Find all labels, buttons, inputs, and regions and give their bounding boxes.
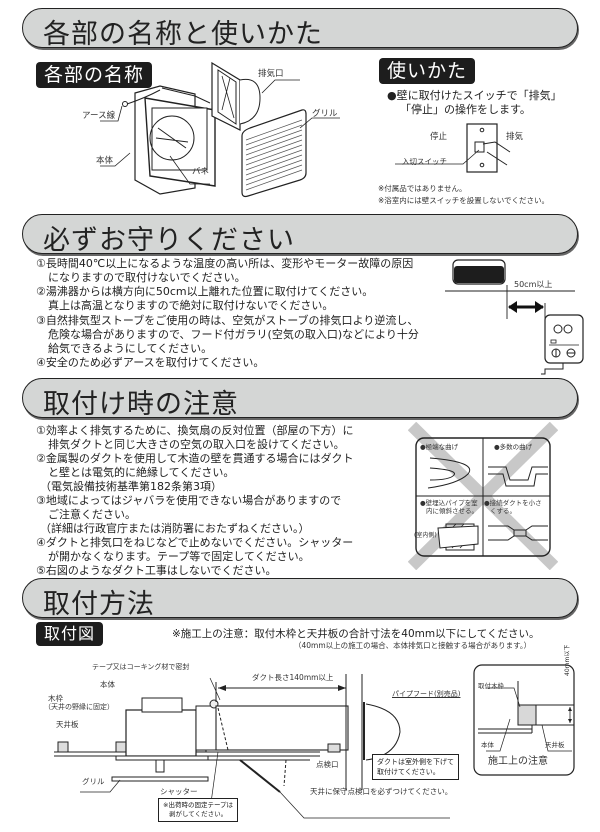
shipping-tape-note: ※出荷時の固定テープは 剥がしてください。 (158, 798, 239, 822)
caution-item: （電気設備技術基準第182条第3項） (40, 480, 222, 493)
caution-item: （詳細は行政官庁または消防署におたずねください。） (40, 522, 310, 535)
indoor-side-label: (室内側) (414, 532, 437, 539)
callout-inspection-required: 天井に保守点検口を必ずつけてください。 (310, 787, 453, 796)
prohibited-narrow-duct-1: ●接続ダクトを小さ (484, 499, 542, 507)
callout-tape-seal: テープ又はコーキング材で密封 (92, 663, 190, 671)
usage-note-2: ※浴室内には壁スイッチを設置しないでください。 (378, 196, 550, 205)
callout-ceiling-board: 天井板 (56, 720, 79, 729)
shipping-tape-note-2: 剥がしてください。 (169, 810, 228, 818)
parts-exploded-diagram (100, 61, 340, 198)
must-follow-item: になりますので取付けないでください。 (48, 271, 246, 284)
distance-label: 50cm以上 (514, 280, 553, 289)
construction-detail-inset (473, 664, 575, 776)
prohibited-duct-diagram (408, 422, 558, 570)
callout-duct-length: ダクト長さ140mm以上 (252, 673, 334, 682)
caution-item: ⑤右図のようなダクト工事はしないでください。 (36, 564, 277, 577)
must-follow-item: ②湯沸器からは横方向に50cm以上離れた位置に取付けてください。 (36, 285, 374, 298)
section-header-install-caution: 取付け時の注意 (22, 378, 578, 420)
detail-body-label: 本体 (481, 741, 494, 749)
callout-exhaust-port: 排気口 (258, 69, 284, 79)
prohibited-narrow-duct-2: くする。 (490, 507, 516, 515)
section-title: 取付方法 (43, 589, 155, 620)
section-title: 必ずお守りください (43, 225, 295, 256)
prohibited-many-bends: ●多数の曲げ (494, 443, 533, 451)
callout-wood-frame-1: 木枠 (48, 694, 63, 703)
caution-item: ①効率よく排気するために、換気扇の反対位置（部屋の下方）に (36, 424, 354, 437)
caution-item: ご注意ください。 (48, 508, 136, 521)
detail-caption: 施工上の注意 (488, 756, 548, 767)
usage-instruction-line1: ●壁に取付けたスイッチで「排気」 (387, 89, 562, 102)
section-header-must-follow: 必ずお守りください (22, 214, 578, 256)
section-title: 取付け時の注意 (43, 389, 239, 420)
duct-slope-note-2: 取付けてください。 (377, 768, 440, 776)
detail-ceiling-label: 天井板 (545, 741, 565, 749)
usage-instruction-line2: 「停止」の操作をします。 (400, 103, 531, 116)
installation-cross-section-diagram (54, 674, 450, 819)
shipping-tape-note-1: ※出荷時の固定テープは (163, 801, 234, 809)
callout-spring: バネ (192, 167, 210, 177)
callout-grille: グリル (82, 777, 105, 786)
switch-exhaust-label: 排気 (506, 132, 524, 142)
parts-label: 各部の名称 (36, 62, 153, 88)
caution-item: ②金属製のダクトを使用して木造の壁を貫通する場合にはダクト (36, 452, 354, 465)
detail-dimension-label: 40mm以下 (564, 644, 571, 676)
detail-frame-label: 取付木枠 (478, 682, 504, 690)
duct-slope-note: ダクトは室外側を下げて 取付けてください。 (372, 754, 459, 780)
usage-label: 使いかた (379, 58, 476, 84)
must-follow-item: 給気できるようにしてください。 (48, 342, 213, 355)
construction-subnote: （40mm以上の施工の場合、本体排気口と接触する場合があります。） (294, 641, 532, 650)
must-follow-item: ①長時間40℃以上になるような温度の高い所は、変形やモーター故障の原因 (36, 257, 414, 270)
prohibited-wall-pipe-2: 内に傾斜させる。 (426, 507, 478, 515)
prohibited-sharp-bend: ●極端な曲げ (420, 443, 459, 451)
prohibited-wall-pipe-1: ●壁埋込パイプを室 (420, 499, 478, 507)
caution-item: ④ダクトと排気口をねじなどで止めないでください。シャッター (36, 536, 354, 549)
callout-wood-frame-2: （天井の野縁に固定） (44, 703, 114, 711)
callout-body: 本体 (100, 680, 115, 689)
construction-note: ※施工上の注意：取付木枠と天井板の合計寸法を40mm以下にしてください。 (172, 628, 540, 640)
duct-slope-note-1: ダクトは室外側を下げて (377, 758, 454, 766)
section-header-install-method: 取付方法 (22, 578, 578, 620)
must-follow-item: ④安全のため必ずアースを取付けてください。 (36, 356, 265, 369)
callout-grille: グリル (312, 109, 338, 119)
caution-item: ③地域によってはジャバラを使用できない場合がありますので (36, 494, 342, 507)
must-follow-item: 危険な場合がありますので、フード付ガラリ(空気の取入口)などにより十分 (48, 328, 419, 341)
callout-earth-wire: アース線 (82, 111, 116, 121)
callout-shutter: シャッター (160, 787, 198, 796)
usage-note-1: ※付属品ではありません。 (378, 184, 467, 193)
callout-pipe-hood: パイプフード(別売品) (392, 690, 461, 698)
section-header-parts-usage: 各部の名称と使いかた (22, 8, 578, 50)
switch-stop-label: 停止 (430, 132, 448, 142)
must-follow-item: 真上は高温となりますので絶対に取付けないでください。 (48, 299, 334, 312)
wall-switch-illustration (395, 123, 511, 173)
caution-item: が開かなくなります。テープ等で固定してください。 (48, 550, 310, 563)
install-diagram-label: 取付図 (36, 622, 104, 646)
callout-body: 本体 (96, 156, 114, 166)
water-heater-distance-diagram (445, 259, 584, 375)
section-title: 各部の名称と使いかた (43, 19, 323, 50)
switch-name-label: 入切スイッチ (402, 157, 447, 166)
caution-item: 排気ダクトと同じ大きさの空気の取入口を設けてください。 (48, 438, 345, 451)
callout-inspection-port: 点検口 (316, 760, 339, 769)
caution-item: と壁とは電気的に絶縁してください。 (48, 466, 235, 479)
must-follow-item: ③自然排気型ストーブをご使用の時は、空気がストーブの排気口より逆流し、 (36, 314, 419, 327)
